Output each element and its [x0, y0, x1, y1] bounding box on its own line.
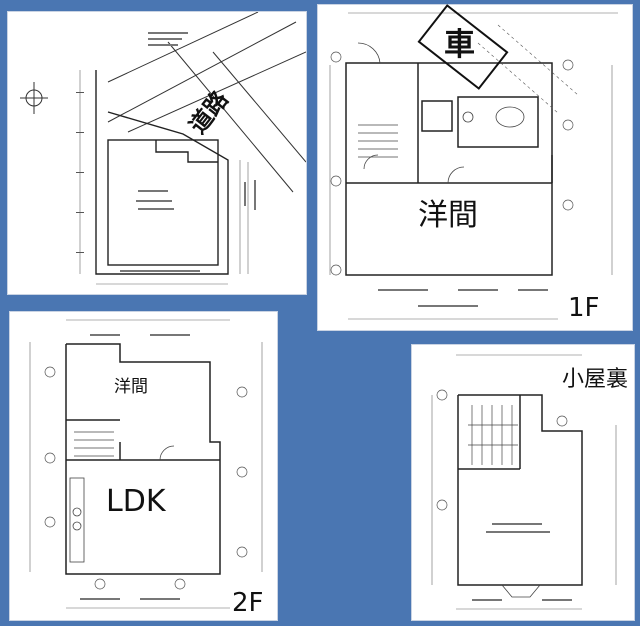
attic-panel: 小屋裏	[412, 345, 634, 620]
ldk-label: LDK	[106, 484, 166, 519]
room-2f-label: 洋間	[114, 377, 148, 397]
floor-2f-drawing	[29, 319, 263, 609]
site-plan-drawing	[20, 12, 306, 285]
floor-1f-panel: 車 洋間 1F	[318, 4, 632, 330]
floor-2f-label: 2F	[232, 588, 264, 618]
floor-1f-label: 1F	[568, 293, 600, 323]
room-1f-label: 洋間	[418, 198, 478, 233]
attic-drawing	[431, 354, 617, 610]
site-plan-panel: 道路	[8, 12, 306, 294]
floor-1f-drawing	[329, 12, 618, 320]
car-label: 車	[444, 27, 475, 63]
attic-label: 小屋裏	[562, 367, 629, 392]
floor-2f-panel: 洋間 LDK 2F	[10, 312, 277, 620]
